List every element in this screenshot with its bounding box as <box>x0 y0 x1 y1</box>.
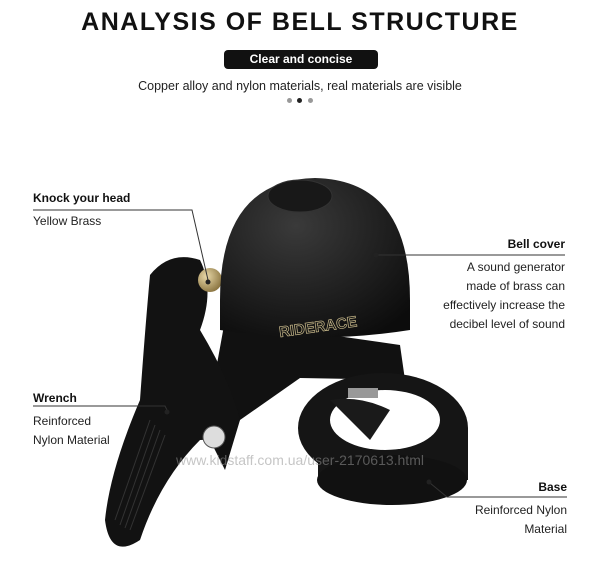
callout-knock-title: Knock your head <box>33 191 131 205</box>
callout-bell-cover-desc: A sound generator made of brass can effe… <box>443 258 565 334</box>
desc-line: Material <box>524 522 567 536</box>
callout-wrench-desc: Reinforced Nylon Material <box>33 412 110 450</box>
desc-line: A sound generator <box>466 260 565 274</box>
callout-bell-cover-title: Bell cover <box>507 237 565 251</box>
callout-wrench-title: Wrench <box>33 391 77 405</box>
page-title: ANALYSIS OF BELL STRUCTURE <box>81 8 519 36</box>
watermark: www.kidstaff.com.ua/user-2170613.html <box>176 452 424 468</box>
desc-line: effectively increase the <box>443 298 565 312</box>
desc-line: decibel level of sound <box>449 317 565 331</box>
desc-line: made of brass can <box>466 279 565 293</box>
desc-line: Reinforced <box>33 414 92 428</box>
carousel-dot[interactable] <box>287 98 292 103</box>
callout-base-title: Base <box>538 480 567 494</box>
desc-line: Reinforced Nylon <box>474 503 567 517</box>
desc-line: Nylon Material <box>33 433 110 447</box>
wrench-lever <box>105 257 240 547</box>
brass-striker <box>198 268 222 292</box>
badge: Clear and concise <box>224 50 378 69</box>
callout-base-desc: Reinforced Nylon Material <box>475 501 567 539</box>
carousel-dot[interactable] <box>308 98 313 103</box>
carousel-dot-active[interactable] <box>297 98 302 103</box>
bell-dome <box>220 178 410 338</box>
callout-knock-desc: Yellow Brass <box>33 214 102 228</box>
subtitle: Copper alloy and nylon materials, real m… <box>138 79 462 93</box>
